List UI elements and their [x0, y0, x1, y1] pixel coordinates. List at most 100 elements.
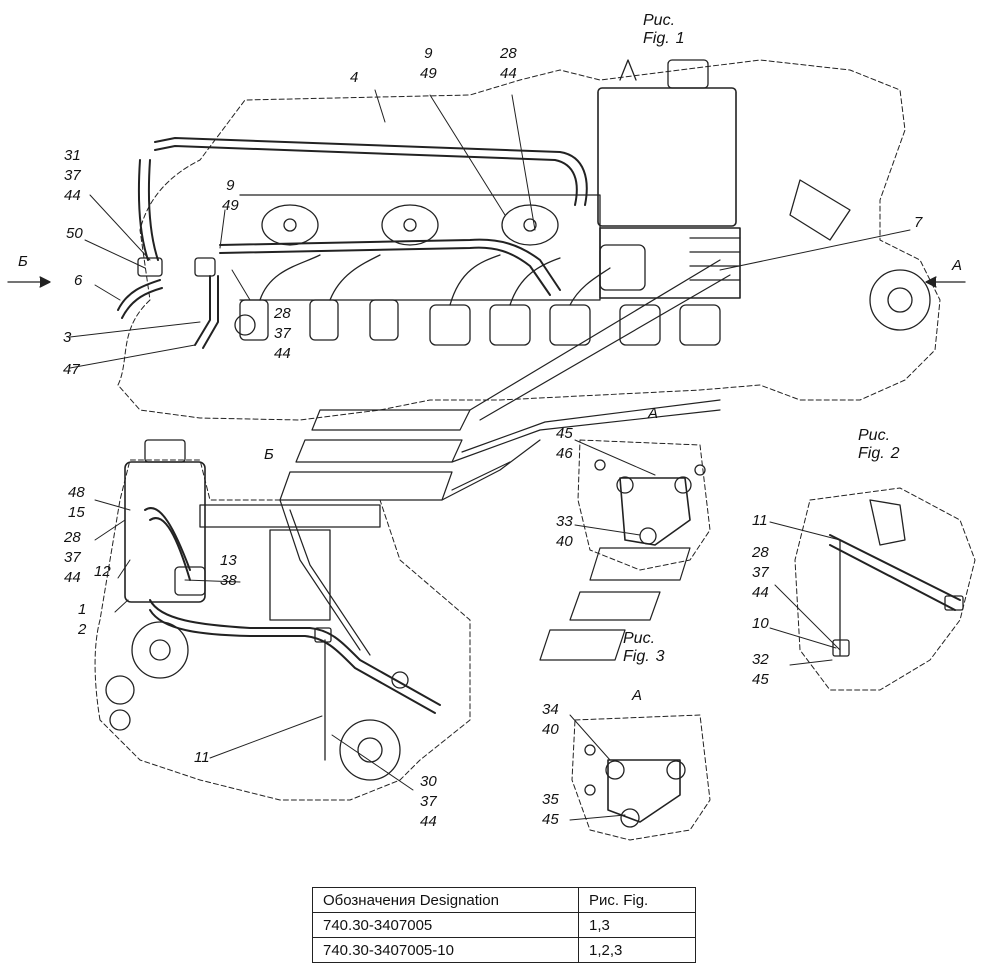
- callout-32-45: 32 45: [752, 650, 769, 690]
- figure-1-en-row: Fig. 1: [643, 30, 685, 48]
- callout-33-40: 33 40: [556, 512, 573, 552]
- callout-12: 12: [94, 563, 111, 580]
- callout-text: 49: [420, 65, 437, 82]
- callout-text: 44: [500, 65, 517, 82]
- callout-3: 3: [63, 329, 72, 346]
- callout-text: 9: [424, 45, 433, 62]
- callout-text: 28: [274, 305, 291, 322]
- callout-text: 34: [542, 701, 559, 718]
- view-arrow-b-label: Б: [18, 253, 28, 270]
- figure-3-number: 3: [655, 648, 665, 665]
- callout-text: 45: [752, 671, 769, 688]
- figure-3-en-row: Fig. 3: [623, 648, 665, 666]
- table-cell-designation: 740.30-3407005-10: [312, 937, 579, 963]
- table-cell-designation: 740.30-3407005: [312, 912, 579, 938]
- callout-text: 37: [64, 167, 81, 184]
- table-cell-fig: 1,2,3: [578, 937, 696, 963]
- callout-text: 2: [78, 621, 87, 638]
- view-a-lower: [571, 714, 711, 841]
- callout-text: 48: [68, 484, 85, 501]
- callout-text: 49: [222, 197, 239, 214]
- callout-28-37-44-mid: 28 37 44: [274, 304, 291, 364]
- callout-35-45: 35 45: [542, 790, 559, 830]
- fig2-detail: [794, 487, 976, 691]
- callout-text: 37: [64, 549, 81, 566]
- callout-text: 9: [226, 177, 235, 194]
- callout-6: 6: [74, 272, 83, 289]
- callout-text: 1: [78, 601, 87, 618]
- callout-text: 44: [274, 345, 291, 362]
- view-arrow-a-label: А: [952, 257, 963, 274]
- designation-table: Обозначения Designation Рис. Fig. 740.30…: [312, 887, 696, 963]
- engine-view-b: [94, 439, 471, 801]
- table-row: 740.30-3407005 1,3: [312, 912, 696, 938]
- callout-10: 10: [752, 615, 769, 632]
- callout-11-left: 11: [194, 749, 210, 766]
- callout-34-40: 34 40: [542, 700, 559, 740]
- engine-fig1-outline: [117, 59, 941, 421]
- callout-text: 44: [420, 813, 437, 830]
- callout-47: 47: [63, 361, 80, 378]
- table-cell-fig: 1,3: [578, 912, 696, 938]
- view-b-title: Б: [264, 446, 274, 463]
- callout-text: 32: [752, 651, 769, 668]
- callout-text: 37: [420, 793, 437, 810]
- callout-45-46: 45 46: [556, 424, 573, 464]
- callout-text: 40: [556, 533, 573, 550]
- callout-text: 13: [220, 552, 237, 569]
- callout-4: 4: [350, 69, 359, 86]
- callout-text: 31: [64, 147, 81, 164]
- view-a-fig-middle: [577, 439, 711, 571]
- callout-text: 35: [542, 791, 559, 808]
- view-arrow-a: [925, 276, 966, 288]
- table-row: 740.30-3407005-10 1,2,3: [312, 937, 696, 963]
- callout-text: 46: [556, 445, 573, 462]
- figure-1-number: 1: [675, 30, 685, 47]
- figure-1-en: Fig.: [643, 30, 670, 47]
- callout-30-37-44: 30 37 44: [420, 772, 437, 832]
- callout-text: 30: [420, 773, 437, 790]
- callout-31-37-44: 31 37 44: [64, 146, 81, 206]
- callout-9-49-mid: 9 49: [222, 176, 239, 216]
- callout-28-37-44-right: 28 37 44: [752, 543, 769, 603]
- callout-text: 44: [64, 187, 81, 204]
- callout-28-37-44-left: 28 37 44: [64, 528, 81, 588]
- callout-text: 15: [68, 504, 85, 521]
- figure-1-ru: Рис.: [643, 12, 676, 29]
- view-arrow-b: [7, 276, 51, 288]
- callout-28-44-top: 28 44: [500, 44, 517, 84]
- callout-text: 44: [752, 584, 769, 601]
- callout-7: 7: [914, 214, 923, 231]
- figure-2-en-row: Fig. 2: [858, 445, 900, 463]
- callout-1-2: 1 2: [78, 600, 86, 640]
- section-leader-bands: [279, 259, 731, 661]
- callout-text: 45: [542, 811, 559, 828]
- callout-text: 44: [64, 569, 81, 586]
- figure-2-ru: Рис.: [858, 427, 891, 444]
- callout-13-38: 13 38: [220, 551, 237, 591]
- callout-leaders: [69, 89, 911, 821]
- table-header-fig: Рис. Fig.: [578, 887, 696, 913]
- figure-label-3: Рис. Fig. 3: [623, 630, 665, 666]
- figure-2-en: Fig.: [858, 445, 885, 462]
- callout-text: 45: [556, 425, 573, 442]
- table-header-row: Обозначения Designation Рис. Fig.: [312, 887, 696, 913]
- figure-label-2: Рис. Fig. 2: [858, 427, 900, 463]
- callout-text: 28: [752, 544, 769, 561]
- figure-3-ru: Рис.: [623, 630, 656, 647]
- callout-48-15: 48 15: [68, 483, 85, 523]
- callout-11-right: 11: [752, 512, 768, 529]
- callout-text: 33: [556, 513, 573, 530]
- callout-text: 38: [220, 572, 237, 589]
- callout-50: 50: [66, 225, 83, 242]
- view-a-title-1: А: [648, 405, 659, 422]
- view-a-title-2: А: [632, 687, 643, 704]
- callout-text: 37: [274, 325, 291, 342]
- callout-text: 40: [542, 721, 559, 738]
- figure-2-number: 2: [890, 445, 900, 462]
- callout-text: 28: [64, 529, 81, 546]
- figure-3-en: Fig.: [623, 648, 650, 665]
- table-header-designation: Обозначения Designation: [312, 887, 579, 913]
- callout-text: 37: [752, 564, 769, 581]
